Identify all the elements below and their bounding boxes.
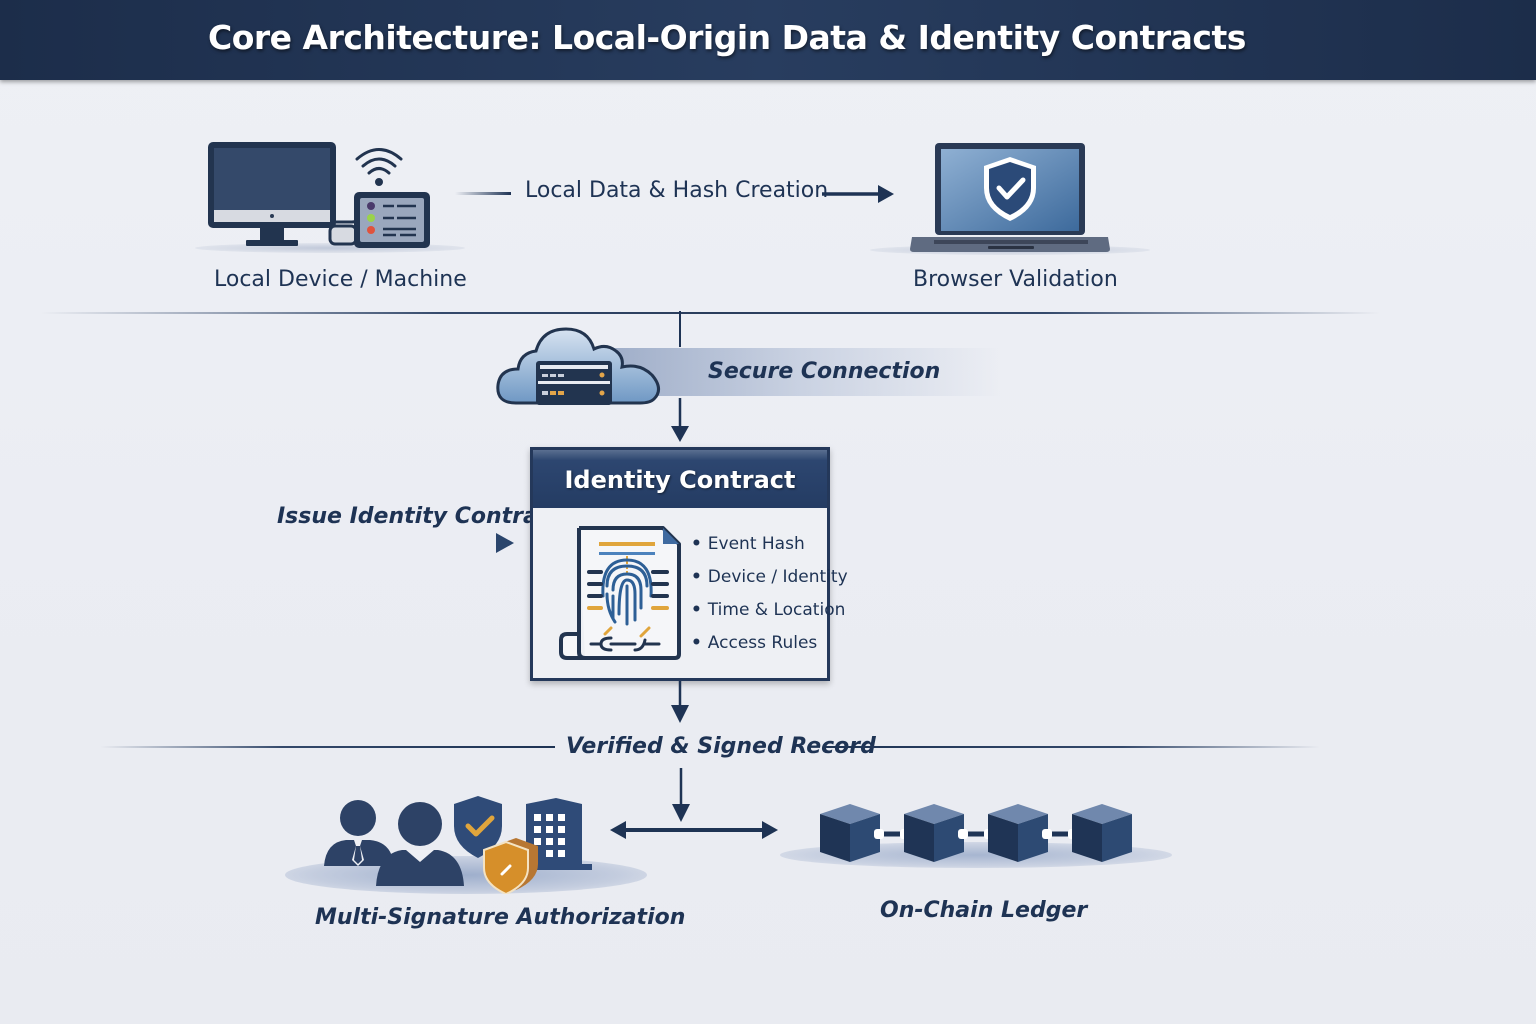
contract-field: Access Rules [691, 633, 848, 666]
ledger-block [904, 804, 964, 862]
multisig-label: Multi-Signature Authorization [315, 905, 686, 930]
divider-top [40, 312, 1380, 314]
verified-record-label: Verified & Signed Record [566, 734, 876, 759]
divider-bottom-right [825, 746, 1320, 748]
edge-label-local-to-browser: Local Data & Hash Creation [525, 178, 829, 203]
contract-field: Event Hash [691, 534, 848, 567]
connector-vertical-top [679, 311, 681, 347]
local-device-shadow [195, 243, 465, 253]
edge-line-left [455, 192, 511, 195]
blockchain-blocks-icon [820, 804, 1132, 862]
browser-label: Browser Validation [913, 267, 1118, 292]
title-bar: Core Architecture: Local-Origin Data & I… [0, 0, 1536, 80]
secure-connection-band [610, 348, 1000, 396]
local-device-label: Local Device / Machine [214, 267, 467, 292]
identity-contract-title: Identity Contract [564, 466, 796, 494]
ledger-block [1072, 804, 1132, 862]
identity-contract-fields: Event Hash Device / Identity Time & Loca… [691, 534, 848, 666]
cloud-server-icon [496, 327, 660, 405]
edge-label-issue-contract: Issue Identity Contract [277, 504, 562, 529]
contract-field: Time & Location [691, 600, 848, 633]
arrow-down-icon [671, 398, 689, 442]
fingerprint-document-icon [559, 526, 681, 660]
identity-contract-header: Identity Contract [533, 450, 827, 508]
arrow-down-bidirectional-icon [610, 768, 778, 839]
page-title: Core Architecture: Local-Origin Data & I… [208, 18, 1246, 57]
secure-connection-label: Secure Connection [708, 359, 941, 384]
contract-field: Device / Identity [691, 567, 848, 600]
ledger-label: On-Chain Ledger [880, 898, 1088, 923]
desktop-computer-with-router-icon [208, 142, 430, 248]
users-shields-building-icon [324, 796, 592, 894]
identity-contract-card[interactable]: Identity Contract [530, 447, 848, 681]
divider-bottom-left [100, 746, 555, 748]
arrow-right-issue-icon [250, 533, 514, 553]
arrow-right-icon [822, 185, 894, 203]
arrow-down-from-contract-icon [671, 681, 689, 723]
ledger-block [820, 804, 880, 862]
laptop-shield-check-icon [910, 143, 1110, 252]
ledger-block [988, 804, 1048, 862]
